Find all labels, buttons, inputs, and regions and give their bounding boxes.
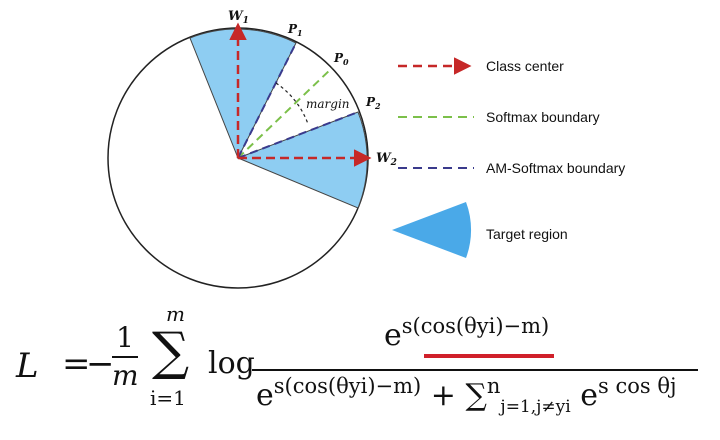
w2-label: W2 bbox=[376, 151, 397, 168]
formula-main-fraction-bar bbox=[252, 369, 698, 371]
p2-label: P2 bbox=[365, 95, 381, 111]
formula-one-over-m: 1 m bbox=[112, 321, 139, 392]
softmax-boundary-line bbox=[237, 67, 333, 159]
legend-target-region-label: Target region bbox=[486, 226, 568, 242]
formula-frac-bar bbox=[112, 356, 138, 358]
margin-arc bbox=[275, 82, 309, 125]
am-softmax-boundary-p2 bbox=[237, 111, 359, 159]
legend-target-region-swatch bbox=[392, 202, 472, 258]
p1-label: P1 bbox=[287, 22, 303, 38]
legend: Class center Softmax boundary AM-Softmax… bbox=[392, 57, 625, 258]
formula-frac-denominator: m bbox=[112, 359, 139, 392]
legend-softmax-label: Softmax boundary bbox=[486, 109, 600, 125]
legend-am-softmax-label: AM-Softmax boundary bbox=[486, 160, 625, 176]
am-softmax-loss-formula: L = − 1 m m ∑ i=1 log es(cos(θyi)−m) es(… bbox=[0, 300, 720, 440]
margin-label: margin bbox=[306, 97, 350, 111]
formula-denominator: es(cos(θyi)−m) + ∑nj=1,j≠yi es cos θj bbox=[256, 374, 677, 417]
formula-minus: − bbox=[86, 344, 115, 384]
formula-log: log bbox=[208, 346, 255, 381]
formula-equals: = bbox=[62, 344, 91, 384]
formula-sum-upper: m bbox=[166, 302, 185, 326]
formula-sum-lower: i=1 bbox=[150, 386, 186, 410]
am-softmax-boundary-p1 bbox=[237, 42, 297, 159]
p0-label: P0 bbox=[333, 51, 349, 67]
formula-numerator: es(cos(θyi)−m) bbox=[384, 314, 550, 353]
formula-sum-symbol: ∑ bbox=[152, 322, 190, 382]
formula-lhs: L bbox=[16, 346, 39, 386]
legend-class-center-label: Class center bbox=[486, 58, 564, 74]
formula-margin-underline bbox=[424, 354, 554, 358]
formula-frac-numerator: 1 bbox=[116, 321, 134, 354]
am-softmax-diagram: margin W1 P1 P0 P2 W2 Class center Softm… bbox=[107, 9, 625, 289]
w1-label: W1 bbox=[228, 9, 249, 26]
